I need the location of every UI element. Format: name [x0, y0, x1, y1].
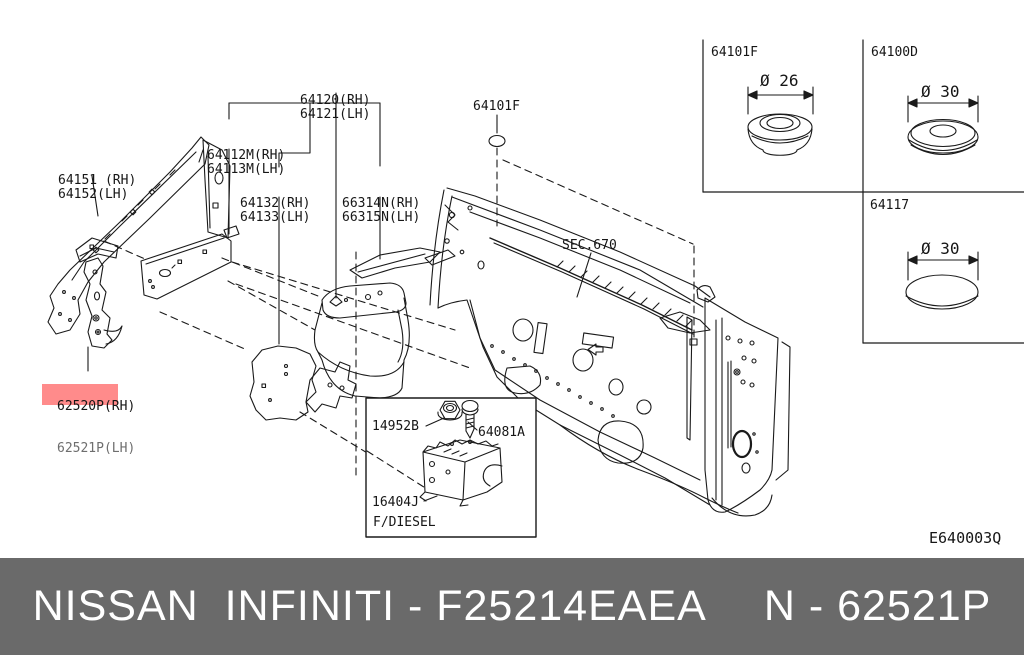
inset-plug-64117	[905, 251, 979, 310]
grommet-location-mark	[689, 338, 698, 346]
grommet-symbol	[488, 134, 506, 148]
part-label-64101f: 64101F	[473, 99, 520, 114]
inset-label-64101f: 64101F	[711, 45, 758, 60]
inset-frames	[702, 39, 1024, 344]
diameter-label-26: Ø 26	[760, 71, 799, 90]
footer-reference-number: N - 62521P	[763, 582, 992, 630]
part-label-14952b: 14952B	[372, 419, 419, 434]
part-label-16404j: 16404J	[372, 495, 419, 510]
part-label-64120: 64120(RH)64121(LH)	[300, 93, 371, 122]
section-label-670: SEC.670	[562, 238, 617, 253]
diameter-label-30a: Ø 30	[921, 82, 960, 101]
part-label-64132: 64132(RH)64133(LH)	[240, 196, 311, 225]
highlight-box	[42, 384, 118, 405]
cowl-side-bracket-part	[75, 237, 123, 349]
inset-label-64117: 64117	[870, 198, 910, 213]
hood-ledge-front-part	[140, 225, 240, 300]
inset-grommet-64100D	[907, 95, 979, 155]
footer-brand-partnumber: NISSAN INFINITI - F25214EAEA	[32, 582, 707, 630]
part-label-62520p: 62520P(RH) 62521P(LH)	[57, 399, 136, 456]
part-label-66314n: 66314N(RH)66315N(LH)	[342, 196, 421, 225]
part-label-64151: 64151 (RH)64152(LH)	[58, 173, 137, 202]
drawing-code: E640003Q	[929, 529, 1002, 547]
diesel-detail-box	[365, 397, 537, 538]
part-label-64081a: 64081A	[478, 425, 525, 440]
leader-lines	[87, 92, 592, 372]
inset-grommet-64101F	[747, 86, 814, 156]
part-label-64112m: 64112M(RH)64113M(LH)	[207, 148, 286, 177]
diesel-note-label: F/DIESEL	[373, 515, 436, 530]
inset-label-64100d: 64100D	[871, 45, 918, 60]
part-label-62521p-highlighted: 62521P(LH)	[57, 441, 136, 456]
strut-housing-part	[305, 247, 456, 413]
footer-banner: NISSAN INFINITI - F25214EAEA N - 62521P	[0, 558, 1024, 655]
diameter-label-30b: Ø 30	[921, 239, 960, 258]
projection-lines	[103, 147, 695, 491]
reinforce-plate-part	[249, 345, 317, 421]
